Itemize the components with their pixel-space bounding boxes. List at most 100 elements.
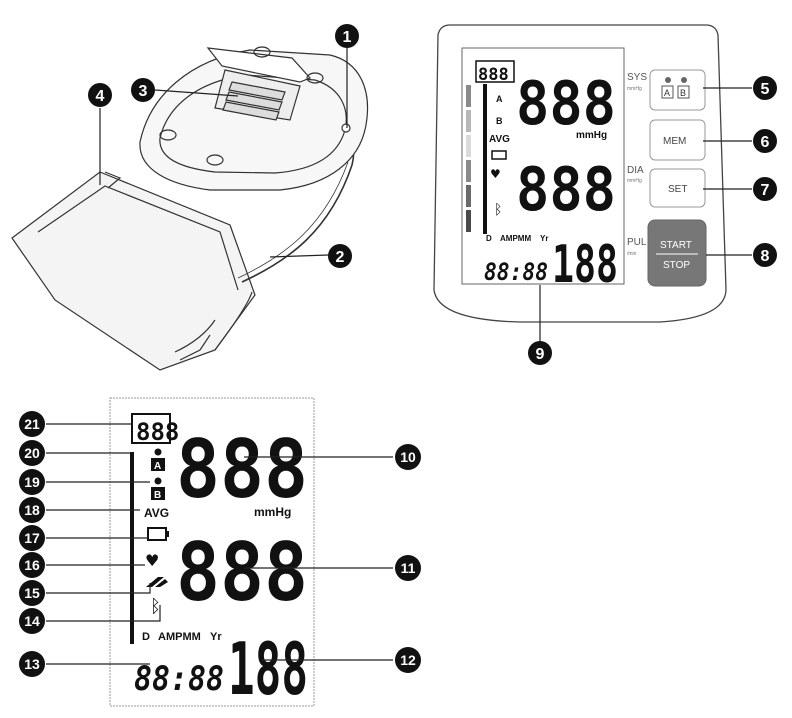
date-d: D — [142, 631, 150, 643]
callout-19: 19 — [19, 469, 45, 495]
air-socket — [341, 123, 351, 133]
user-a-icon — [154, 448, 162, 456]
callout-17: 17 — [19, 525, 45, 551]
callout-badge — [753, 243, 777, 267]
callout-number: 10 — [400, 449, 416, 465]
callout-badge — [19, 608, 45, 634]
callout-number: 19 — [24, 474, 40, 490]
set-button[interactable]: SET — [649, 168, 706, 208]
start-label: START — [660, 240, 692, 251]
avg-label: AVG — [144, 506, 169, 520]
callout-number: 15 — [24, 585, 40, 601]
date-yr-small: Yr — [540, 234, 548, 243]
bp-grading-bars — [466, 84, 487, 234]
callout-badge — [131, 78, 155, 102]
callout-badge — [328, 244, 352, 268]
callout-18: 18 — [19, 497, 45, 523]
callout-number: 20 — [24, 445, 40, 461]
callout-4: 4 — [88, 83, 112, 107]
user-btn-b-label: B — [680, 88, 686, 98]
callout-number: 2 — [336, 249, 345, 266]
callout-number: 12 — [400, 652, 416, 668]
memory-number: 888 — [136, 418, 179, 446]
stop-label: STOP — [663, 260, 690, 271]
callout-14: 14 — [19, 608, 45, 634]
callout-15: 15 — [19, 580, 45, 606]
monitor-front: 888 888 mmHg 888 188 88:88 AVG A B D AMP… — [433, 24, 727, 323]
date-d-small: D — [486, 234, 492, 243]
user-b-small: B — [496, 116, 503, 126]
sys-digits-small: 888 — [516, 69, 616, 139]
user-select-button[interactable]: A B — [649, 69, 706, 111]
user-b-label: B — [154, 490, 161, 501]
callout-20: 20 — [19, 440, 45, 466]
callout-2: 2 — [328, 244, 352, 268]
user-b-icon — [154, 477, 162, 485]
user-a-label: A — [154, 461, 161, 472]
mem-button-label: MEM — [663, 136, 686, 147]
callout-number: 7 — [761, 182, 770, 199]
callout-1: 1 — [335, 24, 359, 48]
arm-cuff — [11, 171, 256, 371]
callout-number: 14 — [24, 613, 40, 629]
avg-label-small: AVG — [489, 134, 510, 145]
callout-badge — [753, 177, 777, 201]
start-stop-button[interactable]: START STOP — [647, 219, 707, 287]
pul-unit: /min — [627, 251, 637, 257]
callout-9: 9 — [528, 341, 552, 365]
callout-number: 11 — [401, 560, 416, 576]
callout-7: 7 — [753, 177, 777, 201]
callout-5: 5 — [753, 76, 777, 100]
callout-number: 18 — [24, 502, 40, 518]
time-digits: 88:88 — [134, 659, 224, 699]
callout-number: 1 — [343, 29, 352, 46]
callout-badge — [753, 129, 777, 153]
callout-number: 9 — [536, 346, 545, 363]
set-button-label: SET — [668, 184, 687, 195]
callout-badge — [88, 83, 112, 107]
pulse-digits: 188 — [228, 627, 308, 711]
callout-badge — [19, 580, 45, 606]
callout-badge — [19, 651, 45, 677]
callout-badge — [335, 24, 359, 48]
battery-icon-small — [491, 150, 507, 160]
callout-badge — [19, 552, 45, 578]
sys-label: SYS — [627, 72, 647, 83]
lcd-enlarged: 888 888 mmHg 888 188 88:88 AVG A B ♥ ᛒ D… — [109, 397, 315, 711]
callout-badge — [19, 411, 45, 437]
mem-button[interactable]: MEM — [649, 119, 706, 161]
callout-badge — [395, 444, 421, 470]
dia-unit: mmHg — [627, 178, 642, 184]
user-btn-a-label: A — [664, 88, 670, 98]
callout-12: 12 — [395, 647, 421, 673]
callout-3: 3 — [131, 78, 155, 102]
pul-label: PUL — [627, 237, 647, 248]
bluetooth-icon-small: ᛒ — [494, 202, 502, 218]
dia-digits-small: 888 — [516, 155, 616, 225]
monitor-body — [139, 49, 369, 191]
callout-badge — [528, 341, 552, 365]
callout-number: 3 — [139, 83, 148, 100]
callouts: 1 2 3 4 5 6 7 8 9 10 11 12 13 14 15 16 1… — [19, 24, 777, 677]
callout-number: 5 — [761, 81, 770, 98]
batteries — [222, 81, 286, 121]
callout-number: 16 — [24, 557, 40, 573]
callout-11: 11 — [395, 555, 421, 581]
time-digits-small: 88:88 — [484, 258, 548, 286]
sys-digits: 888 — [176, 423, 308, 516]
dia-label: DIA — [627, 165, 644, 176]
sys-unit-small: mmHg — [576, 130, 607, 141]
callout-number: 4 — [96, 88, 105, 105]
callout-badge — [19, 469, 45, 495]
date-yr: Yr — [210, 631, 222, 643]
lcd-screen-small — [461, 47, 625, 285]
callout-badge — [395, 555, 421, 581]
monitor-illustration — [11, 46, 369, 371]
memory-number-small: 888 — [478, 65, 509, 85]
callout-6: 6 — [753, 129, 777, 153]
battery-cover — [206, 47, 312, 83]
bluetooth-icon: ᛒ — [150, 596, 161, 617]
grading-bar — [130, 452, 134, 644]
callout-number: 6 — [761, 134, 770, 151]
callout-badge — [753, 76, 777, 100]
